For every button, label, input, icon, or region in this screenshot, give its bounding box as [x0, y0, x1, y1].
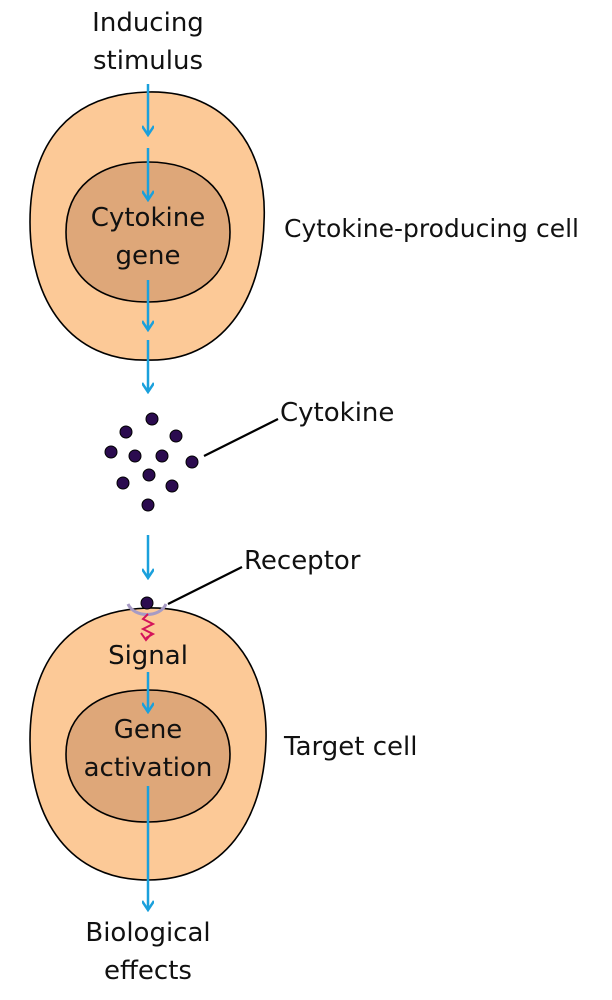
inducing-stimulus-line-2: stimulus: [92, 46, 204, 76]
gene-activation-line-2: activation: [83, 753, 213, 783]
cytokine-dot: [165, 479, 179, 493]
signal-arrowhead: [140, 632, 153, 642]
inducing-stimulus-line-1: Inducing: [92, 8, 204, 38]
cytokine-dot: [169, 429, 183, 443]
cytokine-cluster: [104, 412, 199, 512]
cytokine-leader-line: [203, 418, 279, 457]
cytokine-dot: [155, 449, 169, 463]
cytokine-dot: [116, 476, 130, 490]
cytokine-dot: [128, 449, 142, 463]
gene-activation-line-1: Gene: [113, 715, 183, 745]
inducing-stimulus-label: Inducing stimulus: [78, 4, 218, 80]
biological-effects-label: Biological effects: [68, 914, 228, 990]
cytokine-dot: [119, 425, 133, 439]
cytokine-gene-line-1: Cytokine: [90, 203, 206, 233]
cytokine-dot: [185, 455, 199, 469]
cytokine-gene-line-2: gene: [115, 241, 181, 271]
cytokine-dot: [141, 498, 155, 512]
cytokine-label: Cytokine: [280, 398, 395, 428]
cytokine-gene-label: Cytokine gene: [78, 199, 218, 275]
receptor-leader-line: [167, 566, 243, 605]
cytokine-dot: [145, 412, 159, 426]
biological-effects-line-2: effects: [104, 956, 192, 986]
cytokine-dot: [142, 468, 156, 482]
receptor-label: Receptor: [244, 546, 361, 576]
cytokine-producing-cell-label: Cytokine-producing cell: [284, 214, 579, 243]
cytokine-dot: [104, 445, 118, 459]
gene-activation-label: Gene activation: [73, 711, 223, 787]
biological-effects-line-1: Biological: [85, 918, 211, 948]
signal-label: Signal: [108, 641, 188, 671]
target-cell-label: Target cell: [284, 732, 418, 762]
bound-cytokine-dot: [140, 596, 154, 610]
